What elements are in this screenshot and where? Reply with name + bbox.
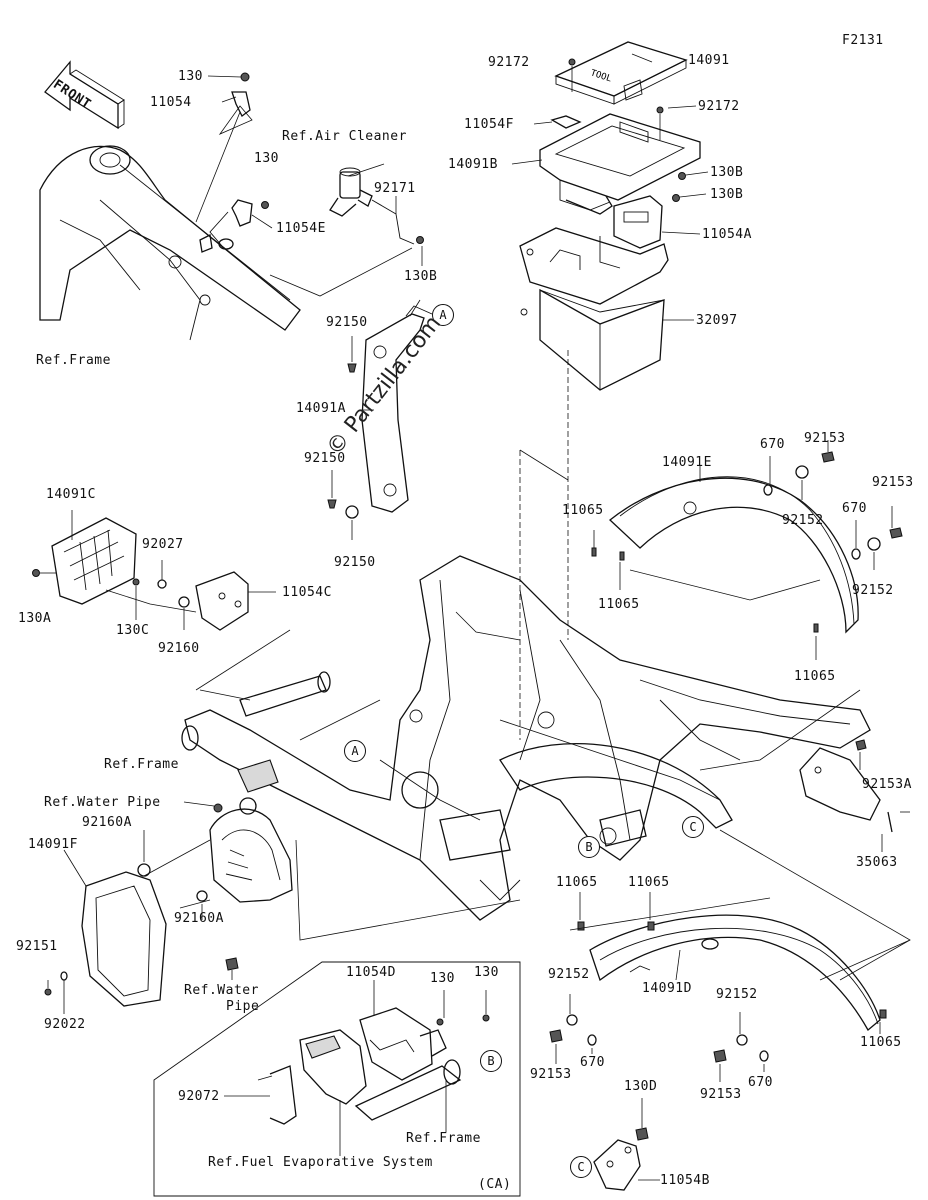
label-ref-water-pipe-bottom-2: Pipe — [226, 999, 260, 1014]
label-92172-right: 92172 — [698, 99, 740, 114]
label-11065-left: 11065 — [562, 503, 604, 518]
callout-c-bottom: C — [570, 1156, 592, 1178]
label-92152-lower-left: 92152 — [548, 967, 590, 982]
label-92160: 92160 — [158, 641, 200, 656]
label-92172-top: 92172 — [488, 55, 530, 70]
label-92150-top: 92150 — [326, 315, 368, 330]
label-11054F: 11054F — [464, 117, 514, 132]
label-ref-frame-top: Ref.Frame — [36, 353, 111, 368]
label-92152-lower-right: 92152 — [716, 987, 758, 1002]
label-11054A: 11054A — [702, 227, 752, 242]
bracket-11054B — [593, 1098, 660, 1191]
water-pipe-housing — [137, 797, 521, 980]
label-130-top: 130 — [178, 69, 203, 84]
reference-lines — [409, 299, 569, 740]
label-ref-water-pipe-top: Ref.Water Pipe — [44, 795, 161, 810]
bracket-11054C — [195, 571, 291, 701]
label-14091: 14091 — [688, 53, 730, 68]
label-14091A: 14091A — [296, 401, 346, 416]
label-14091E: 14091E — [662, 455, 712, 470]
bracket-11054A — [613, 171, 709, 249]
label-32097: 32097 — [696, 313, 738, 328]
label-92150-bottom: 92150 — [334, 555, 376, 570]
label-92160A-bottom: 92160A — [174, 911, 224, 926]
label-670-lower-left: 670 — [580, 1055, 605, 1070]
rear-fender-14091E — [591, 440, 903, 771]
label-92153-lower-right: 92153 — [700, 1087, 742, 1102]
label-130B-upper: 130B — [710, 165, 744, 180]
label-35063: 35063 — [856, 855, 898, 870]
label-ref-frame-inset: Ref.Frame — [406, 1131, 481, 1146]
label-11065-lower-mid: 11065 — [628, 875, 670, 890]
callout-b-inset: B — [480, 1050, 502, 1072]
label-130A: 130A — [18, 611, 52, 626]
label-130-inset-right: 130 — [474, 965, 499, 980]
ca-inset-box — [153, 961, 521, 1197]
label-ref-water-pipe-bottom-1: Ref.Water — [184, 983, 259, 998]
label-92153-top: 92153 — [804, 431, 846, 446]
label-92153A: 92153A — [862, 777, 912, 792]
label-130-inset-left: 130 — [430, 971, 455, 986]
label-92150-mid: 92150 — [304, 451, 346, 466]
label-11054: 11054 — [150, 95, 192, 110]
label-92072: 92072 — [178, 1089, 220, 1104]
label-ref-fuel-evap: Ref.Fuel Evaporative System — [208, 1155, 433, 1170]
frame-front-section — [39, 145, 301, 341]
callout-a-frame: A — [344, 740, 366, 762]
cover-14091F — [44, 849, 167, 1014]
battery-cover-14091: TOOL — [554, 41, 697, 140]
label-130C: 130C — [116, 623, 150, 638]
svg-text:TOOL: TOOL — [589, 68, 613, 84]
bracket-11054E — [209, 199, 273, 250]
figure-id: F2131 — [842, 33, 884, 48]
label-11065-far-right: 11065 — [860, 1035, 902, 1050]
label-670-top: 670 — [760, 437, 785, 452]
callout-c-frame: C — [682, 816, 704, 838]
label-670-right: 670 — [842, 501, 867, 516]
label-92153-right: 92153 — [872, 475, 914, 490]
label-92153-lower-left: 92153 — [530, 1067, 572, 1082]
label-14091F: 14091F — [28, 837, 78, 852]
label-ref-frame-mid: Ref.Frame — [104, 757, 179, 772]
label-11065-mid: 11065 — [598, 597, 640, 612]
side-cover-14091A — [327, 305, 433, 540]
label-11054E: 11054E — [276, 221, 326, 236]
label-11054C: 11054C — [282, 585, 332, 600]
label-92171: 92171 — [374, 181, 416, 196]
label-ca-note: (CA) — [478, 1177, 512, 1192]
label-11054D: 11054D — [346, 965, 396, 980]
label-14091B: 14091B — [448, 157, 498, 172]
label-130B-lower: 130B — [710, 187, 744, 202]
label-14091C: 14091C — [46, 487, 96, 502]
label-92027: 92027 — [142, 537, 184, 552]
label-670-lower-right: 670 — [748, 1075, 773, 1090]
label-92152-right: 92152 — [852, 583, 894, 598]
tool-tray-14091B — [511, 113, 701, 215]
label-92160A-top: 92160A — [82, 815, 132, 830]
label-14091D: 14091D — [642, 981, 692, 996]
label-130D: 130D — [624, 1079, 658, 1094]
front-fender-14091D — [549, 892, 911, 1082]
label-11065-lower-left: 11065 — [556, 875, 598, 890]
valve-92171 — [269, 163, 424, 297]
label-92152-top: 92152 — [782, 513, 824, 528]
main-frame — [181, 555, 871, 921]
cover-14091C — [32, 510, 197, 630]
label-130B-left: 130B — [404, 269, 438, 284]
label-11054B: 11054B — [660, 1173, 710, 1188]
label-ref-air-cleaner: Ref.Air Cleaner — [282, 129, 407, 144]
callout-b-frame: B — [578, 836, 600, 858]
label-92151: 92151 — [16, 939, 58, 954]
front-arrow-icon — [44, 60, 125, 130]
bracket-11054 — [195, 72, 253, 223]
callout-a-top: A — [432, 304, 454, 326]
label-92022: 92022 — [44, 1017, 86, 1032]
label-130-mid: 130 — [254, 151, 279, 166]
label-11065-right: 11065 — [794, 669, 836, 684]
battery-case-32097 — [519, 227, 694, 640]
